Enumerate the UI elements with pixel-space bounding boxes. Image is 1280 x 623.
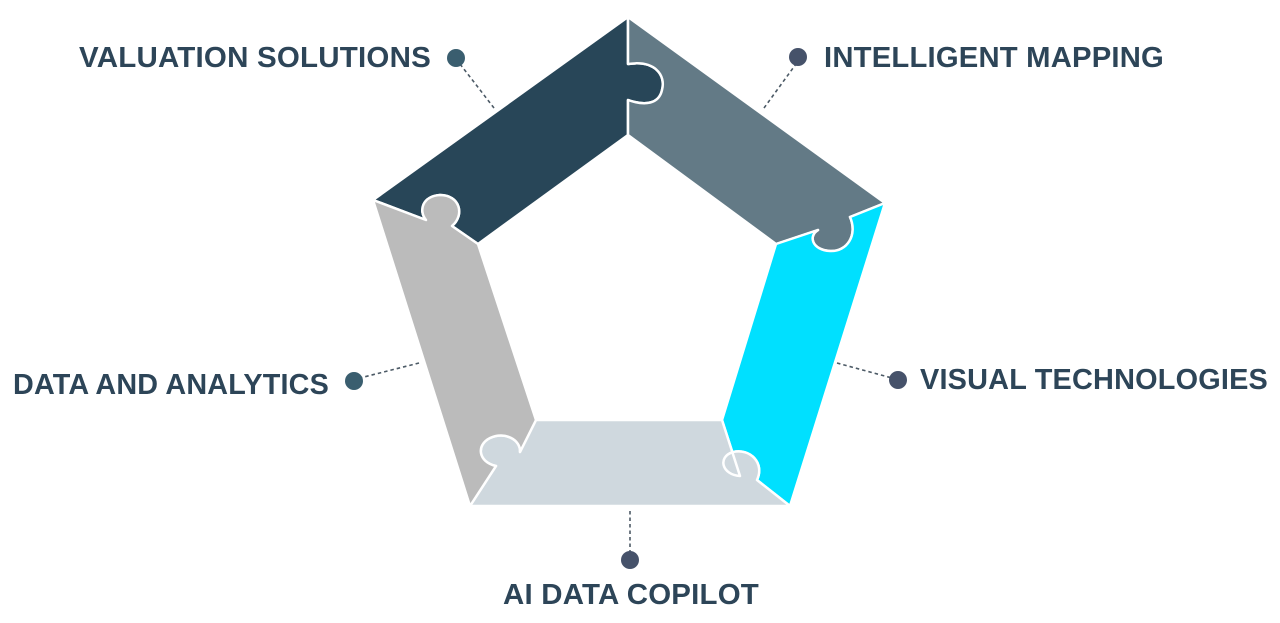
label-data-and-analytics: DATA AND ANALYTICS: [13, 369, 329, 401]
connectors: [359, 63, 893, 553]
piece-data-and-analytics[interactable]: [371, 193, 538, 508]
connector-visual: [836, 362, 893, 379]
label-visual-technologies: VISUAL TECHNOLOGIES: [920, 364, 1268, 396]
dot-copilot: [621, 551, 639, 569]
labels: VALUATION SOLUTIONS INTELLIGENT MAPPING …: [13, 42, 1268, 611]
label-valuation-solutions: VALUATION SOLUTIONS: [79, 42, 431, 74]
dot-visual: [889, 371, 907, 389]
puzzle-pieces: [371, 15, 887, 508]
dot-valuation: [447, 49, 465, 67]
connector-analytics: [359, 362, 420, 379]
connector-valuation: [459, 63, 495, 109]
dot-mapping: [789, 48, 807, 66]
connector-dots: [345, 48, 907, 569]
dot-analytics: [345, 372, 363, 390]
connector-mapping: [763, 63, 797, 109]
label-intelligent-mapping: INTELLIGENT MAPPING: [824, 42, 1164, 74]
label-ai-data-copilot: AI DATA COPILOT: [503, 579, 759, 611]
